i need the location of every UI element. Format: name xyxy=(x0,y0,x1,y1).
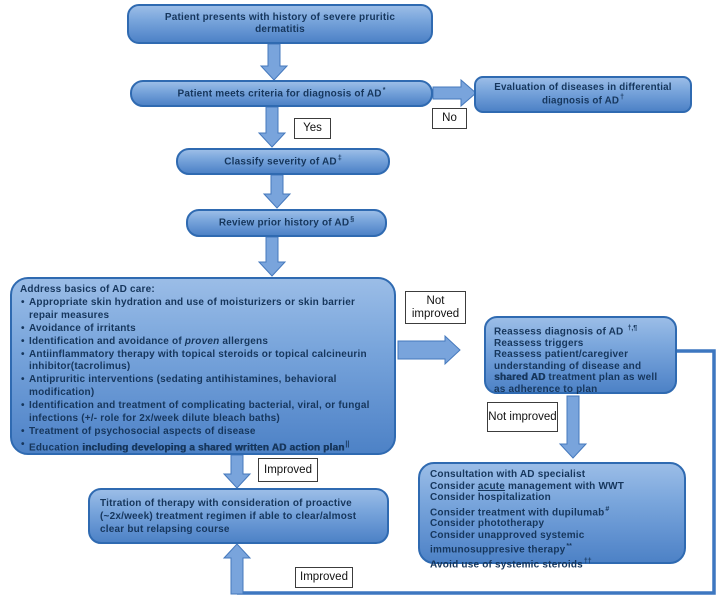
arrow-basics-to-reassess xyxy=(397,334,461,366)
label-improved-2: Improved xyxy=(295,567,353,588)
basics-bullet: Identification and treatment of complica… xyxy=(20,400,386,426)
consult-line: Consider treatment with dupilumab# xyxy=(430,504,674,519)
bullet-text: Appropriate skin hydration and use of mo… xyxy=(29,296,356,321)
node-text: Reassess diagnosis of AD xyxy=(494,326,627,338)
node-text: Review prior history of AD§ xyxy=(219,216,354,230)
node-text: Reassess patient/caregiver understanding… xyxy=(494,349,642,372)
node-text: Titration of therapy with consideration … xyxy=(100,498,357,535)
node-titration: Titration of therapy with consideration … xyxy=(88,488,389,544)
reassess-line: Reassess triggers xyxy=(494,337,584,349)
node-text: treatment plan as well as adherence to p… xyxy=(494,372,658,395)
node-reassess: Reassess diagnosis of AD †,¶ Reassess tr… xyxy=(484,316,677,395)
node-review-history: Review prior history of AD§ xyxy=(186,209,387,237)
basics-title: Address basics of AD care: xyxy=(20,284,155,295)
footnote-marker: † xyxy=(620,93,625,101)
basics-bullet: Identification and avoidance of proven a… xyxy=(20,336,386,349)
footnote-marker: ‡ xyxy=(337,154,342,162)
arrow-presents-to-criteria xyxy=(259,43,289,81)
node-classify-severity: Classify severity of AD‡ xyxy=(176,148,390,175)
node-meets-criteria: Patient meets criteria for diagnosis of … xyxy=(130,80,433,107)
bullet-text: Treatment of psychosocial aspects of dis… xyxy=(29,425,256,437)
arrow-feedback-to-titration xyxy=(222,543,252,595)
node-text: Patient meets criteria for diagnosis of … xyxy=(178,87,386,101)
basics-bullet: Treatment of psychosocial aspects of dis… xyxy=(20,426,386,439)
consult-line: Consider phototherapy xyxy=(430,518,545,530)
node-consultation: Consultation with AD specialist Consider… xyxy=(418,462,686,570)
node-text: Patient meets criteria for diagnosis of … xyxy=(177,88,382,100)
node-text-underline: acute xyxy=(477,480,506,492)
bullet-text: allergens xyxy=(219,335,269,347)
arrow-review-to-basics xyxy=(257,236,287,277)
footnote-marker: †,¶ xyxy=(627,325,638,332)
label-text: Not improved xyxy=(488,410,557,423)
node-differential-evaluation: Evaluation of diseases in differential d… xyxy=(474,76,692,113)
arrow-basics-to-titration xyxy=(222,454,252,489)
node-text: diagnosis of AD xyxy=(541,95,620,107)
basics-bullet: Education including developing a shared … xyxy=(20,439,386,455)
footnote-marker: * xyxy=(382,86,386,94)
node-text: diagnosis of AD† xyxy=(542,94,624,107)
node-text: Consider treatment with dupilumab xyxy=(430,506,605,518)
footnote-marker: || xyxy=(345,440,350,448)
label-no: No xyxy=(432,108,467,129)
label-text: Improved xyxy=(264,463,312,476)
footnote-marker: †† xyxy=(583,558,592,566)
label-text: Yes xyxy=(303,122,322,135)
basics-bullet: Avoidance of irritants xyxy=(20,323,386,336)
node-text: Review prior history of AD xyxy=(218,217,350,229)
node-text: Evaluation of diseases in differential xyxy=(494,81,672,93)
consult-line: Consider hospitalization xyxy=(430,492,551,503)
feedback-connector-line xyxy=(237,349,716,595)
bullet-text-strong: including developing a shared written AD… xyxy=(82,442,345,454)
label-not-improved-2: Not improved xyxy=(487,402,558,432)
node-patient-presents: Patient presents with history of severe … xyxy=(127,4,433,44)
arrow-classify-to-review xyxy=(262,174,292,209)
label-improved-1: Improved xyxy=(258,458,318,482)
node-text: dermatitis xyxy=(255,24,305,35)
label-not-improved-1: Not improved xyxy=(405,291,466,324)
bullet-text-italic: proven xyxy=(184,335,220,347)
basics-bullet: Antiinflammatory therapy with topical st… xyxy=(20,349,386,375)
label-yes: Yes xyxy=(294,118,331,139)
footnote-marker: ** xyxy=(566,543,572,551)
reassess-line: Reassess diagnosis of AD †,¶ xyxy=(494,323,667,338)
node-text: Consider xyxy=(430,480,478,492)
arrow-reassess-to-consult xyxy=(558,395,588,459)
arrow-criteria-to-evaluation xyxy=(432,78,477,108)
node-text: Consider unapproved systemic immunosuppr… xyxy=(430,529,585,556)
node-text: Classify severity of AD‡ xyxy=(224,155,342,169)
consult-line: Consider unapproved systemic immunosuppr… xyxy=(430,530,674,556)
consult-line: Avoid use of systemic steroids†† xyxy=(430,556,674,571)
bullet-text: Identification and treatment of complica… xyxy=(29,400,370,425)
footnote-marker: § xyxy=(350,216,355,224)
bullet-text: Antiinflammatory therapy with topical st… xyxy=(29,348,367,373)
bullet-text: Identification and avoidance of xyxy=(29,335,185,347)
node-text-strong: shared AD xyxy=(494,372,546,384)
label-text: Not improved xyxy=(411,294,460,320)
bullet-text: Antipruritic interventions (sedating ant… xyxy=(29,374,337,399)
node-text: Avoid use of systemic steroids xyxy=(430,559,583,571)
reassess-line: Reassess patient/caregiver understanding… xyxy=(494,349,667,395)
node-text: Patient presents with history of severe … xyxy=(164,11,396,23)
node-basics-of-care: Address basics of AD care: Appropriate s… xyxy=(10,277,396,455)
label-text: Improved xyxy=(300,571,348,584)
basics-bullet: Antipruritic interventions (sedating ant… xyxy=(20,374,386,400)
consult-line: Consider acute management with WWT xyxy=(430,481,674,493)
consult-line: Consultation with AD specialist xyxy=(430,469,586,480)
basics-bullet: Appropriate skin hydration and use of mo… xyxy=(20,297,386,323)
bullet-text: Avoidance of irritants xyxy=(29,322,136,334)
node-text: management with WWT xyxy=(505,480,625,492)
bullet-text: Education xyxy=(29,442,83,454)
arrow-criteria-to-classify xyxy=(257,106,287,148)
label-text: No xyxy=(442,112,457,125)
footnote-marker: # xyxy=(605,505,610,513)
node-text: Classify severity of AD xyxy=(224,156,337,168)
